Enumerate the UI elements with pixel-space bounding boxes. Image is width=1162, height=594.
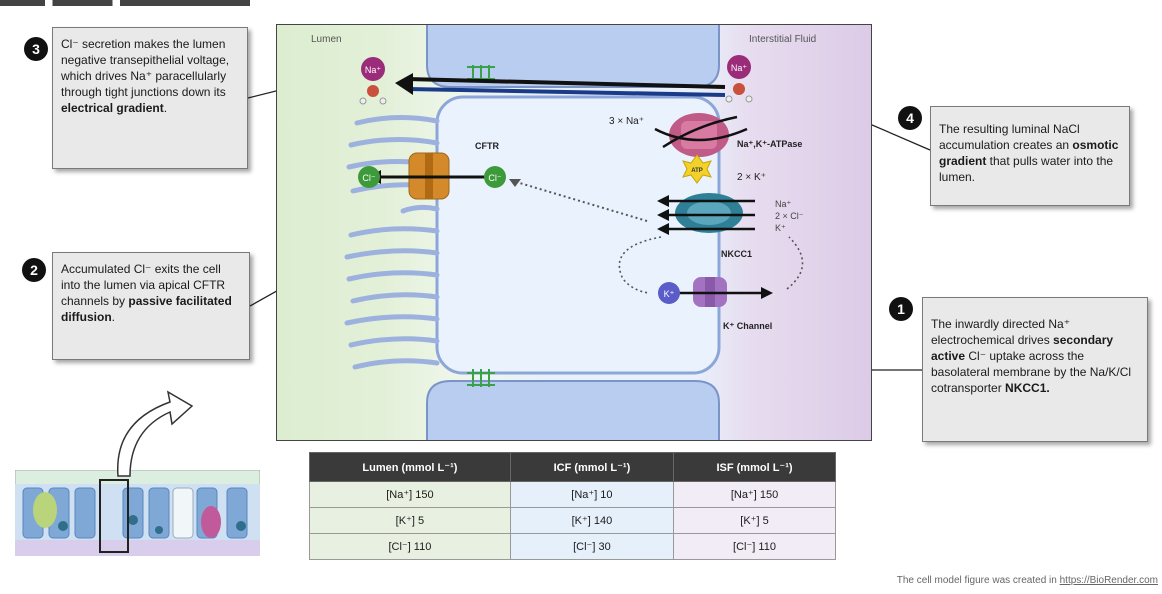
credit-text: The cell model figure was created in — [896, 575, 1060, 586]
callout-text-run: The inwardly directed Na⁺ electrochemica… — [931, 317, 1071, 347]
callout-text: The resulting luminal NaCl accumulation … — [939, 122, 1118, 184]
svg-text:ATP: ATP — [691, 168, 703, 174]
nkcc1-cotransporter — [675, 193, 743, 233]
atpase-na-arrow — [662, 115, 738, 149]
svg-text:Na⁺: Na⁺ — [731, 63, 748, 73]
callout-text-run: . — [163, 101, 168, 115]
cell-diagram: Na⁺ Na⁺ Cl⁻ Cl⁻ — [276, 24, 872, 441]
callout-bold-text: secondary active — [931, 333, 1114, 363]
na3-label: 3 × Na⁺ — [609, 116, 644, 127]
cl-ion-cell: Cl⁻ — [484, 166, 506, 188]
step-1-badge: 1 — [889, 297, 913, 321]
table-header: Lumen (mmol L⁻¹) — [309, 452, 511, 482]
callout-text: Accumulated Cl⁻ exits the cell into the … — [61, 262, 232, 324]
nkcc1-ion-na: Na⁺ — [775, 199, 792, 209]
svg-text:K⁺: K⁺ — [664, 289, 675, 299]
nkcc1-ion-cl: 2 × Cl⁻ — [775, 211, 804, 221]
title-fragment — [0, 0, 270, 6]
callout-text-run: Cl⁻ secretion makes the lumen negative t… — [61, 37, 230, 99]
table-row: [Na⁺] 150 [Na⁺] 10 [Na⁺] 150 — [309, 481, 836, 508]
neighbor-cell-bottom — [426, 380, 720, 440]
isf-label: Interstitial Fluid — [749, 34, 816, 45]
step-3-badge: 3 — [24, 37, 48, 61]
table-header-row: Lumen (mmol L⁻¹) ICF (mmol L⁻¹) ISF (mmo… — [309, 452, 836, 482]
microvilli — [344, 114, 440, 370]
svg-text:Na⁺: Na⁺ — [365, 65, 382, 75]
atpase-label: Na⁺,K⁺-ATPase — [737, 139, 802, 149]
table-cell: [Na⁺] 150 — [673, 481, 836, 508]
step-2-badge: 2 — [22, 258, 46, 282]
callout-text-run: The resulting luminal NaCl accumulation … — [939, 122, 1080, 152]
neighbor-cell-top — [426, 25, 720, 88]
cl-diffusion-arrow — [512, 180, 648, 222]
callout-step-4: The resulting luminal NaCl accumulation … — [930, 106, 1130, 206]
table-cell: [Cl⁻] 110 — [309, 533, 511, 560]
svg-text:Cl⁻: Cl⁻ — [488, 173, 501, 183]
table-cell: [K⁺] 5 — [309, 507, 511, 534]
lumen-label: Lumen — [311, 34, 342, 45]
k-recycle-left — [618, 236, 662, 294]
table-header: ICF (mmol L⁻¹) — [509, 452, 675, 482]
table-cell: [Cl⁻] 110 — [673, 533, 836, 560]
biorender-link[interactable]: https://BioRender.com — [1059, 575, 1158, 586]
table-row: [K⁺] 5 [K⁺] 140 [K⁺] 5 — [309, 507, 836, 534]
cftr-label: CFTR — [475, 141, 499, 151]
nkcc1-ion-k: K⁺ — [775, 223, 786, 233]
k-ion-cell: K⁺ — [658, 282, 680, 304]
callout-text-run: . — [111, 310, 115, 324]
cl-ion-lumen: Cl⁻ — [358, 166, 380, 188]
thumbnail-focus-box — [99, 479, 129, 553]
table-cell: [Na⁺] 150 — [309, 481, 511, 508]
callout-bold-text: electrical gradient — [61, 101, 164, 115]
na-k-atpase — [669, 113, 729, 157]
callout-text: Cl⁻ secretion makes the lumen negative t… — [61, 37, 229, 115]
callout-text: The inwardly directed Na⁺ electrochemica… — [931, 317, 1131, 395]
epithelial-cell — [435, 95, 721, 375]
callout-step-3: Cl⁻ secretion makes the lumen negative t… — [52, 27, 248, 169]
step-4-badge: 4 — [898, 106, 922, 130]
callout-text-run: Accumulated Cl⁻ exits the cell into the … — [61, 262, 226, 308]
callout-step-2: Accumulated Cl⁻ exits the cell into the … — [52, 252, 250, 360]
nkcc1-label: NKCC1 — [721, 249, 752, 259]
k2-label: 2 × K⁺ — [737, 172, 766, 183]
k-channel-label: K⁺ Channel — [723, 321, 772, 331]
callout-bold-text: passive facilitated diffusion — [61, 294, 232, 324]
na-ion-lumen: Na⁺ — [361, 57, 385, 81]
callout-step-1: The inwardly directed Na⁺ electrochemica… — [922, 297, 1148, 442]
credit-line: The cell model figure was created in htt… — [897, 575, 1158, 586]
table-cell: [Na⁺] 10 — [509, 481, 675, 508]
concentration-table: Lumen (mmol L⁻¹) ICF (mmol L⁻¹) ISF (mmo… — [309, 452, 836, 560]
callout-bold-text: osmotic gradient — [939, 138, 1119, 168]
table-row: [Cl⁻] 110 [Cl⁻] 30 [Cl⁻] 110 — [309, 533, 836, 560]
water-molecule-lumen — [359, 85, 387, 105]
zoom-arrow-icon — [117, 390, 194, 477]
table-header: ISF (mmol L⁻¹) — [673, 452, 836, 482]
table-cell: [K⁺] 5 — [673, 507, 836, 534]
tight-junction-bottom — [467, 369, 495, 387]
na-ion-isf: Na⁺ — [727, 55, 751, 79]
paracellular-na-arrow — [395, 73, 726, 97]
callout-text-run: that pulls water into the lumen. — [939, 154, 1114, 184]
cell-diagram-svg: Na⁺ Na⁺ Cl⁻ Cl⁻ — [311, 25, 816, 440]
table-cell: [Cl⁻] 30 — [509, 533, 675, 560]
tight-junction-top — [467, 65, 495, 81]
atp-icon: ATP — [682, 154, 712, 184]
callout-bold-text: NKCC1. — [1005, 381, 1050, 395]
water-molecule-isf — [725, 83, 753, 103]
table-cell: [K⁺] 140 — [509, 507, 675, 534]
tissue-thumbnail — [15, 470, 260, 556]
atpase-k-arrow — [654, 127, 748, 142]
callout-text-run: Cl⁻ uptake across the basolateral membra… — [931, 349, 1132, 395]
svg-text:Cl⁻: Cl⁻ — [362, 173, 375, 183]
k-recycle-right — [786, 236, 804, 290]
